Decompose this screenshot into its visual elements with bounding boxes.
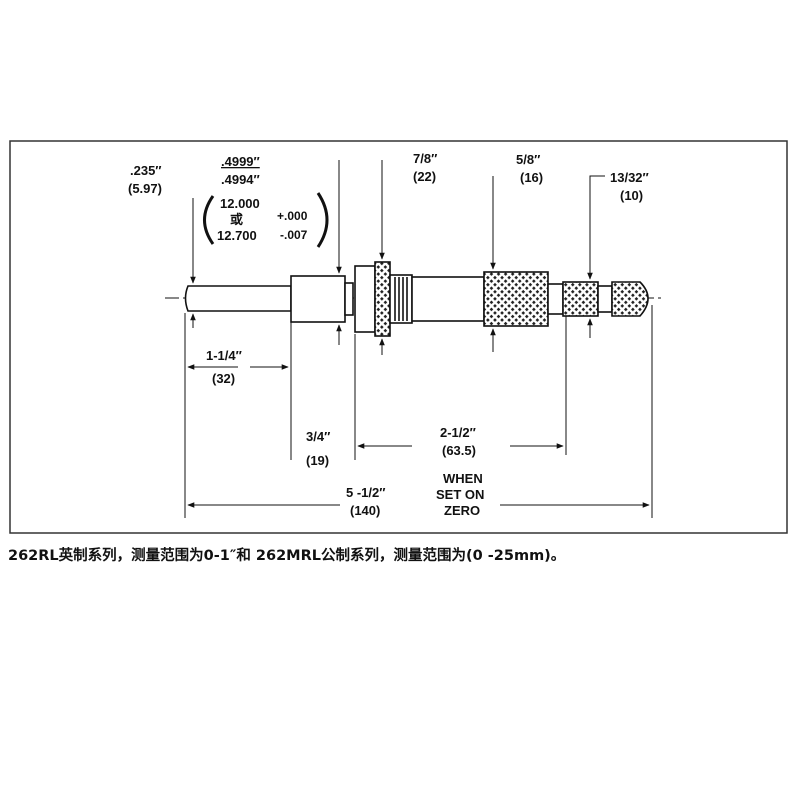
- total-length-mm-label: (140): [350, 503, 380, 518]
- thimble-dia-label: 7/8″: [413, 151, 437, 166]
- paren-left: [203, 195, 215, 245]
- neck: [547, 283, 564, 315]
- tip-diameter-mm-label: (5.97): [128, 181, 162, 196]
- thimble-knurl-band: [374, 261, 391, 337]
- spindle-length-mm-label: (32): [212, 371, 235, 386]
- ratchet-dia-label: 13/32″: [610, 170, 649, 185]
- body-length-label: 2-1/2″: [440, 425, 476, 440]
- spindle-tip: [184, 285, 292, 312]
- ratchet-dia-mm-label: (10): [620, 188, 643, 203]
- total-length-label: 5 -1/2″: [346, 485, 385, 500]
- end-knob: [611, 281, 649, 317]
- ratchet-collar: [597, 285, 613, 313]
- ratchet-knurl: [562, 281, 599, 317]
- lock-nut: [354, 265, 376, 333]
- spindle-length-label: 1-1/4″: [206, 348, 242, 363]
- caption: 262RL英制系列，测量范围为0-1″和 262MRL公制系列，测量范围为(0 …: [8, 548, 566, 564]
- micrometer-body: [184, 261, 649, 337]
- set-on-label: SET ON: [436, 487, 484, 502]
- thimble-dia-mm-label: (22): [413, 169, 436, 184]
- thimble: [411, 276, 485, 322]
- spindle-dia-or-label: 或: [230, 212, 243, 227]
- body-length-mm-label: (63.5): [442, 443, 476, 458]
- spindle-sleeve: [290, 275, 346, 323]
- knurl-dia-label: 5/8″: [516, 152, 540, 167]
- spindle-dia-mm-a-label: 12.000: [220, 196, 260, 211]
- tip-diameter-label: .235″: [130, 163, 162, 178]
- barrel: [389, 274, 413, 324]
- when-label: WHEN: [443, 471, 483, 486]
- knurl-dia-mm-label: (16): [520, 170, 543, 185]
- dimension-lines: [184, 160, 653, 518]
- paren-right: [316, 192, 329, 248]
- spindle-dia-max-label: .4999″: [221, 154, 260, 169]
- drawing-frame: [9, 140, 788, 534]
- spindle-dia-mm-b-label: 12.700: [217, 228, 257, 243]
- tolerance-plus-label: +.000: [277, 209, 308, 223]
- nut-length-label: 3/4″: [306, 429, 330, 444]
- tolerance-minus-label: -.007: [280, 228, 308, 242]
- knurled-grip: [483, 271, 549, 327]
- zero-label: ZERO: [444, 503, 480, 518]
- spindle-dia-min-label: .4994″: [221, 172, 260, 187]
- sleeve-shoulder: [344, 282, 354, 316]
- nut-length-mm-label: (19): [306, 453, 329, 468]
